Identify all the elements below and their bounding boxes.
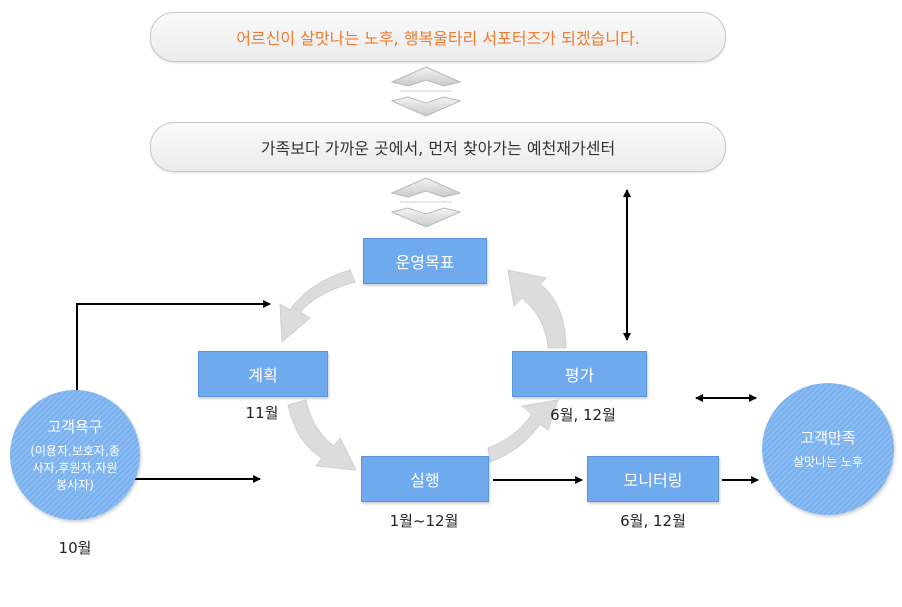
needs-to-plan-arrow	[76, 300, 271, 392]
vision-text: 가족보다 가까운 곳에서, 먼저 찾아가는 예천재가센터	[260, 139, 616, 158]
stage-goal-box: 운영목표	[363, 238, 487, 284]
double-chevron-icon-lower	[390, 177, 462, 228]
customer-needs-line-2: 사자,후원자,자원	[32, 461, 118, 475]
cycle-arrow-execute-to-evaluate	[487, 399, 559, 463]
stage-execute-label: 실행	[410, 471, 440, 490]
customer-satisfaction-subtitle: 살맛나는 노후	[792, 455, 864, 469]
stage-execute-box: 실행	[361, 456, 489, 502]
customer-needs-line-1: (이용자,보호자,종	[30, 444, 120, 458]
stage-plan-box: 계획	[198, 351, 328, 397]
stage-plan-label: 계획	[248, 366, 278, 385]
stage-evaluate-label: 평가	[564, 366, 595, 385]
customer-needs-title: 고객욕구	[47, 418, 103, 436]
customer-needs-circle: 고객욕구 (이용자,보호자,종 사자,후원자,자원 봉사자)	[10, 390, 140, 520]
evaluate-period: 6월, 12월	[550, 406, 616, 424]
cycle-arrow-plan-to-execute	[287, 399, 357, 471]
customer-satisfaction-title: 고객만족	[800, 429, 856, 447]
stage-monitor-box: 모니터링	[587, 456, 719, 502]
customer-satisfaction-circle: 고객만족 살맛나는 노후	[762, 383, 894, 515]
double-chevron-icon	[390, 66, 462, 117]
cycle-arrow-goal-to-plan	[279, 269, 356, 344]
vision-banner: 가족보다 가까운 곳에서, 먼저 찾아가는 예천재가센터	[150, 122, 726, 172]
stage-goal-label: 운영목표	[395, 253, 455, 272]
execute-period: 1월~12월	[389, 512, 459, 530]
mission-banner: 어르신이 살맛나는 노후, 행복울타리 서포터즈가 되겠습니다.	[150, 12, 726, 62]
customer-needs-line-3: 봉사자)	[56, 478, 94, 492]
mission-text: 어르신이 살맛나는 노후, 행복울타리 서포터즈가 되겠습니다.	[236, 29, 640, 48]
stage-evaluate-box: 평가	[512, 351, 647, 397]
cycle-arrow-evaluate-to-goal	[507, 269, 567, 349]
needs-period: 10월	[58, 539, 92, 557]
monitor-period: 6월, 12월	[620, 512, 686, 530]
plan-period: 11월	[245, 404, 279, 422]
stage-monitor-label: 모니터링	[623, 471, 683, 490]
